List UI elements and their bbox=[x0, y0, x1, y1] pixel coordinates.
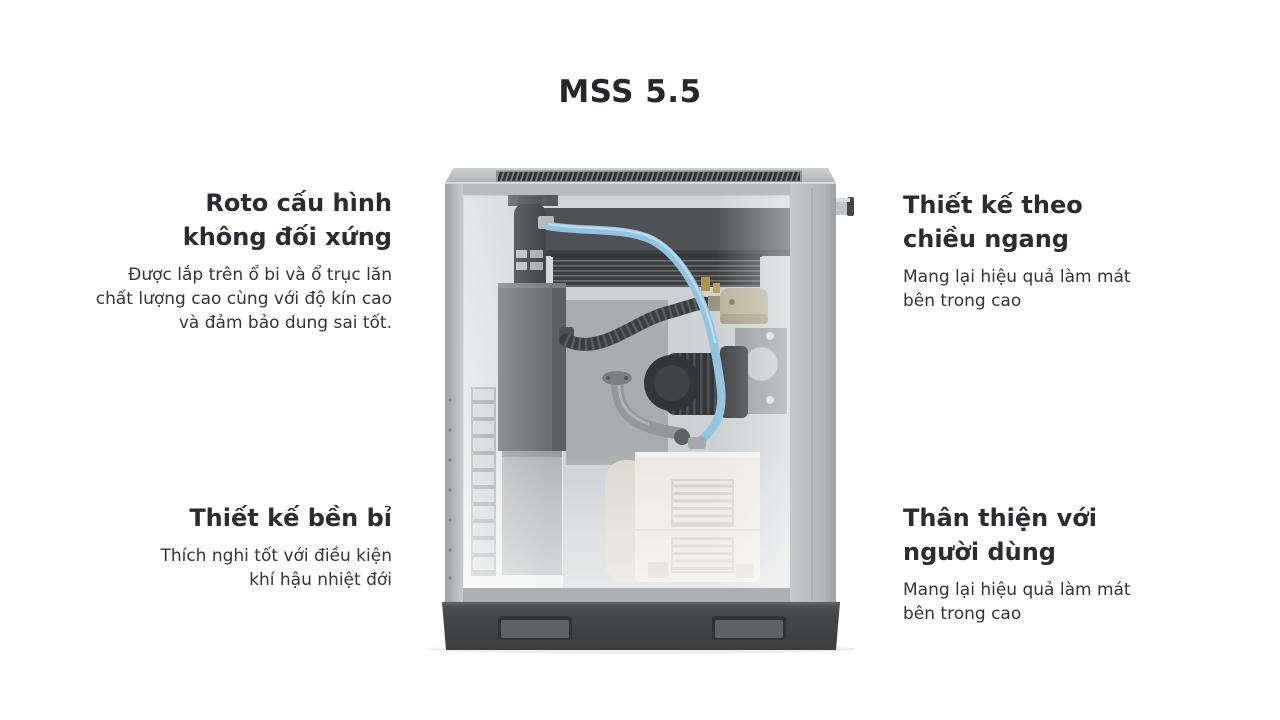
feature-rotor-asymmetric: Roto cấu hình không đối xứng Được lắp tr… bbox=[62, 186, 392, 336]
feature-description: Thích nghi tốt với điều kiện khí hậu nhi… bbox=[160, 546, 392, 591]
top-grille bbox=[498, 172, 800, 181]
cabinet-side-frames bbox=[445, 184, 836, 602]
top-panel bbox=[445, 168, 836, 184]
feature-heading: Roto cấu hình không đối xứng bbox=[182, 189, 392, 252]
corrugated-hose bbox=[559, 296, 716, 351]
feature-description: Được lắp trên ổ bi và ổ trục lăn chất lư… bbox=[95, 265, 392, 334]
forklift-slot-left bbox=[498, 616, 572, 640]
outlet-pipe bbox=[836, 197, 854, 216]
feature-heading: Thân thiện với người dùng bbox=[903, 504, 1097, 567]
feature-heading: Thiết kế bền bỉ bbox=[189, 504, 392, 532]
feature-description: Mang lại hiệu quả làm mát bên trong cao bbox=[903, 580, 1131, 625]
feature-horizontal-design: Thiết kế theo chiều ngang Mang lại hiệu … bbox=[903, 188, 1173, 313]
feature-description: Mang lại hiệu quả làm mát bên trong cao bbox=[903, 267, 1131, 312]
base-plinth bbox=[442, 602, 840, 650]
page-title: MSS 5.5 bbox=[558, 74, 702, 110]
forklift-slot-right bbox=[712, 616, 786, 640]
feature-durable-design: Thiết kế bền bỉ Thích nghi tốt với điều … bbox=[62, 501, 392, 592]
feature-heading: Thiết kế theo chiều ngang bbox=[903, 191, 1083, 254]
feature-user-friendly: Thân thiện với người dùng Mang lại hiệu … bbox=[903, 501, 1173, 626]
elbow-pipe bbox=[602, 371, 690, 445]
compressor-illustration bbox=[426, 168, 856, 654]
